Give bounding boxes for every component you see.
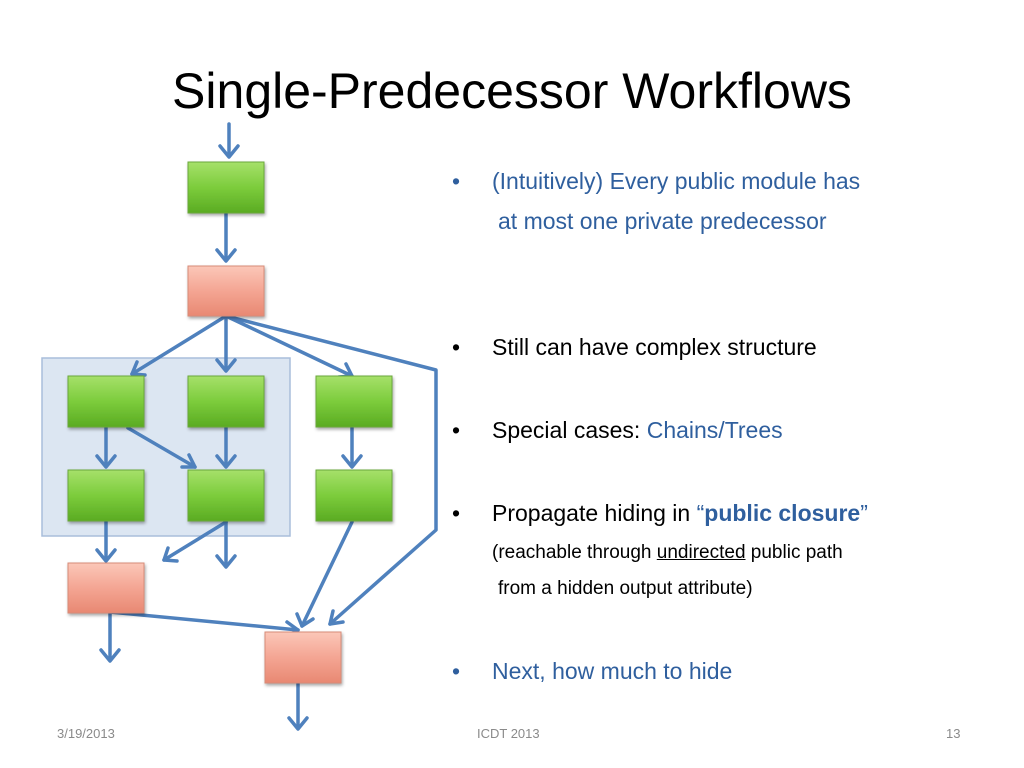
private-module	[187, 265, 265, 317]
public-module	[315, 469, 393, 522]
arrow-head	[95, 548, 117, 563]
bullet-highlight: Chains/Trees	[646, 417, 783, 443]
footer-date: 3/19/2013	[57, 726, 115, 741]
subtext-part: public path	[745, 542, 843, 563]
bullet-text: (Intuitively) Every public module has	[492, 168, 861, 194]
bullet-dot: •	[452, 417, 461, 443]
arrow-head	[287, 716, 309, 731]
public-module	[187, 375, 265, 428]
bullet-subtext: from a hidden output attribute)	[498, 578, 753, 599]
arrow	[108, 610, 300, 632]
public-module	[315, 375, 393, 428]
arrow-head	[218, 144, 240, 159]
arrow-head	[215, 454, 237, 469]
arrow-long	[224, 314, 438, 626]
arrow-head	[180, 453, 197, 469]
arrow	[130, 314, 228, 376]
private-module	[264, 631, 342, 684]
bullet-bold-term: public closure	[704, 500, 861, 526]
arrow-head	[341, 454, 363, 469]
close-quote: ”	[860, 500, 868, 526]
bullet-text-wrap: Propagate hiding in “public closure”	[492, 500, 868, 527]
public-module	[187, 469, 265, 522]
bullet-text: Still can have complex structure	[492, 334, 817, 360]
footer-page-number: 13	[946, 726, 961, 741]
slide-title: Single-Predecessor Workflows	[172, 63, 852, 119]
arrow-head	[295, 612, 315, 628]
bullet-continuation: at most one private predecessor	[498, 208, 827, 234]
open-quote: “	[696, 500, 705, 526]
public-module	[67, 469, 145, 522]
bullet-text-wrap: Special cases: Chains/Trees	[492, 417, 783, 444]
arrow-head	[215, 358, 237, 373]
arrow-head	[215, 554, 237, 569]
subtext-underline: undirected	[656, 542, 746, 563]
bullet-subtext: (reachable through undirected public pat…	[492, 542, 843, 564]
arrow	[300, 520, 354, 628]
arrow-head	[99, 648, 121, 663]
arrow-head	[95, 454, 117, 469]
bullet-dot: •	[452, 500, 461, 526]
subtext-part: (reachable through	[492, 542, 657, 563]
arrow-head	[328, 609, 345, 626]
footer-conference: ICDT 2013	[477, 726, 540, 741]
bullet-dot: •	[452, 168, 461, 194]
bullet-dot: •	[452, 334, 461, 360]
arrow-head	[130, 360, 147, 377]
arrow	[126, 426, 197, 469]
public-module	[67, 375, 145, 428]
arrow-head	[162, 546, 179, 563]
bullet-text: Special cases:	[492, 417, 647, 443]
modules	[67, 161, 393, 684]
arrows	[95, 122, 438, 731]
bullet-dot: •	[452, 658, 461, 684]
arrow	[224, 314, 354, 378]
bullet-text: Propagate hiding in	[492, 500, 697, 526]
arrow	[162, 520, 228, 562]
bullet-text: Next, how much to hide	[492, 658, 733, 684]
arrow-head	[215, 248, 237, 263]
public-module	[187, 161, 265, 214]
private-module	[67, 562, 145, 614]
